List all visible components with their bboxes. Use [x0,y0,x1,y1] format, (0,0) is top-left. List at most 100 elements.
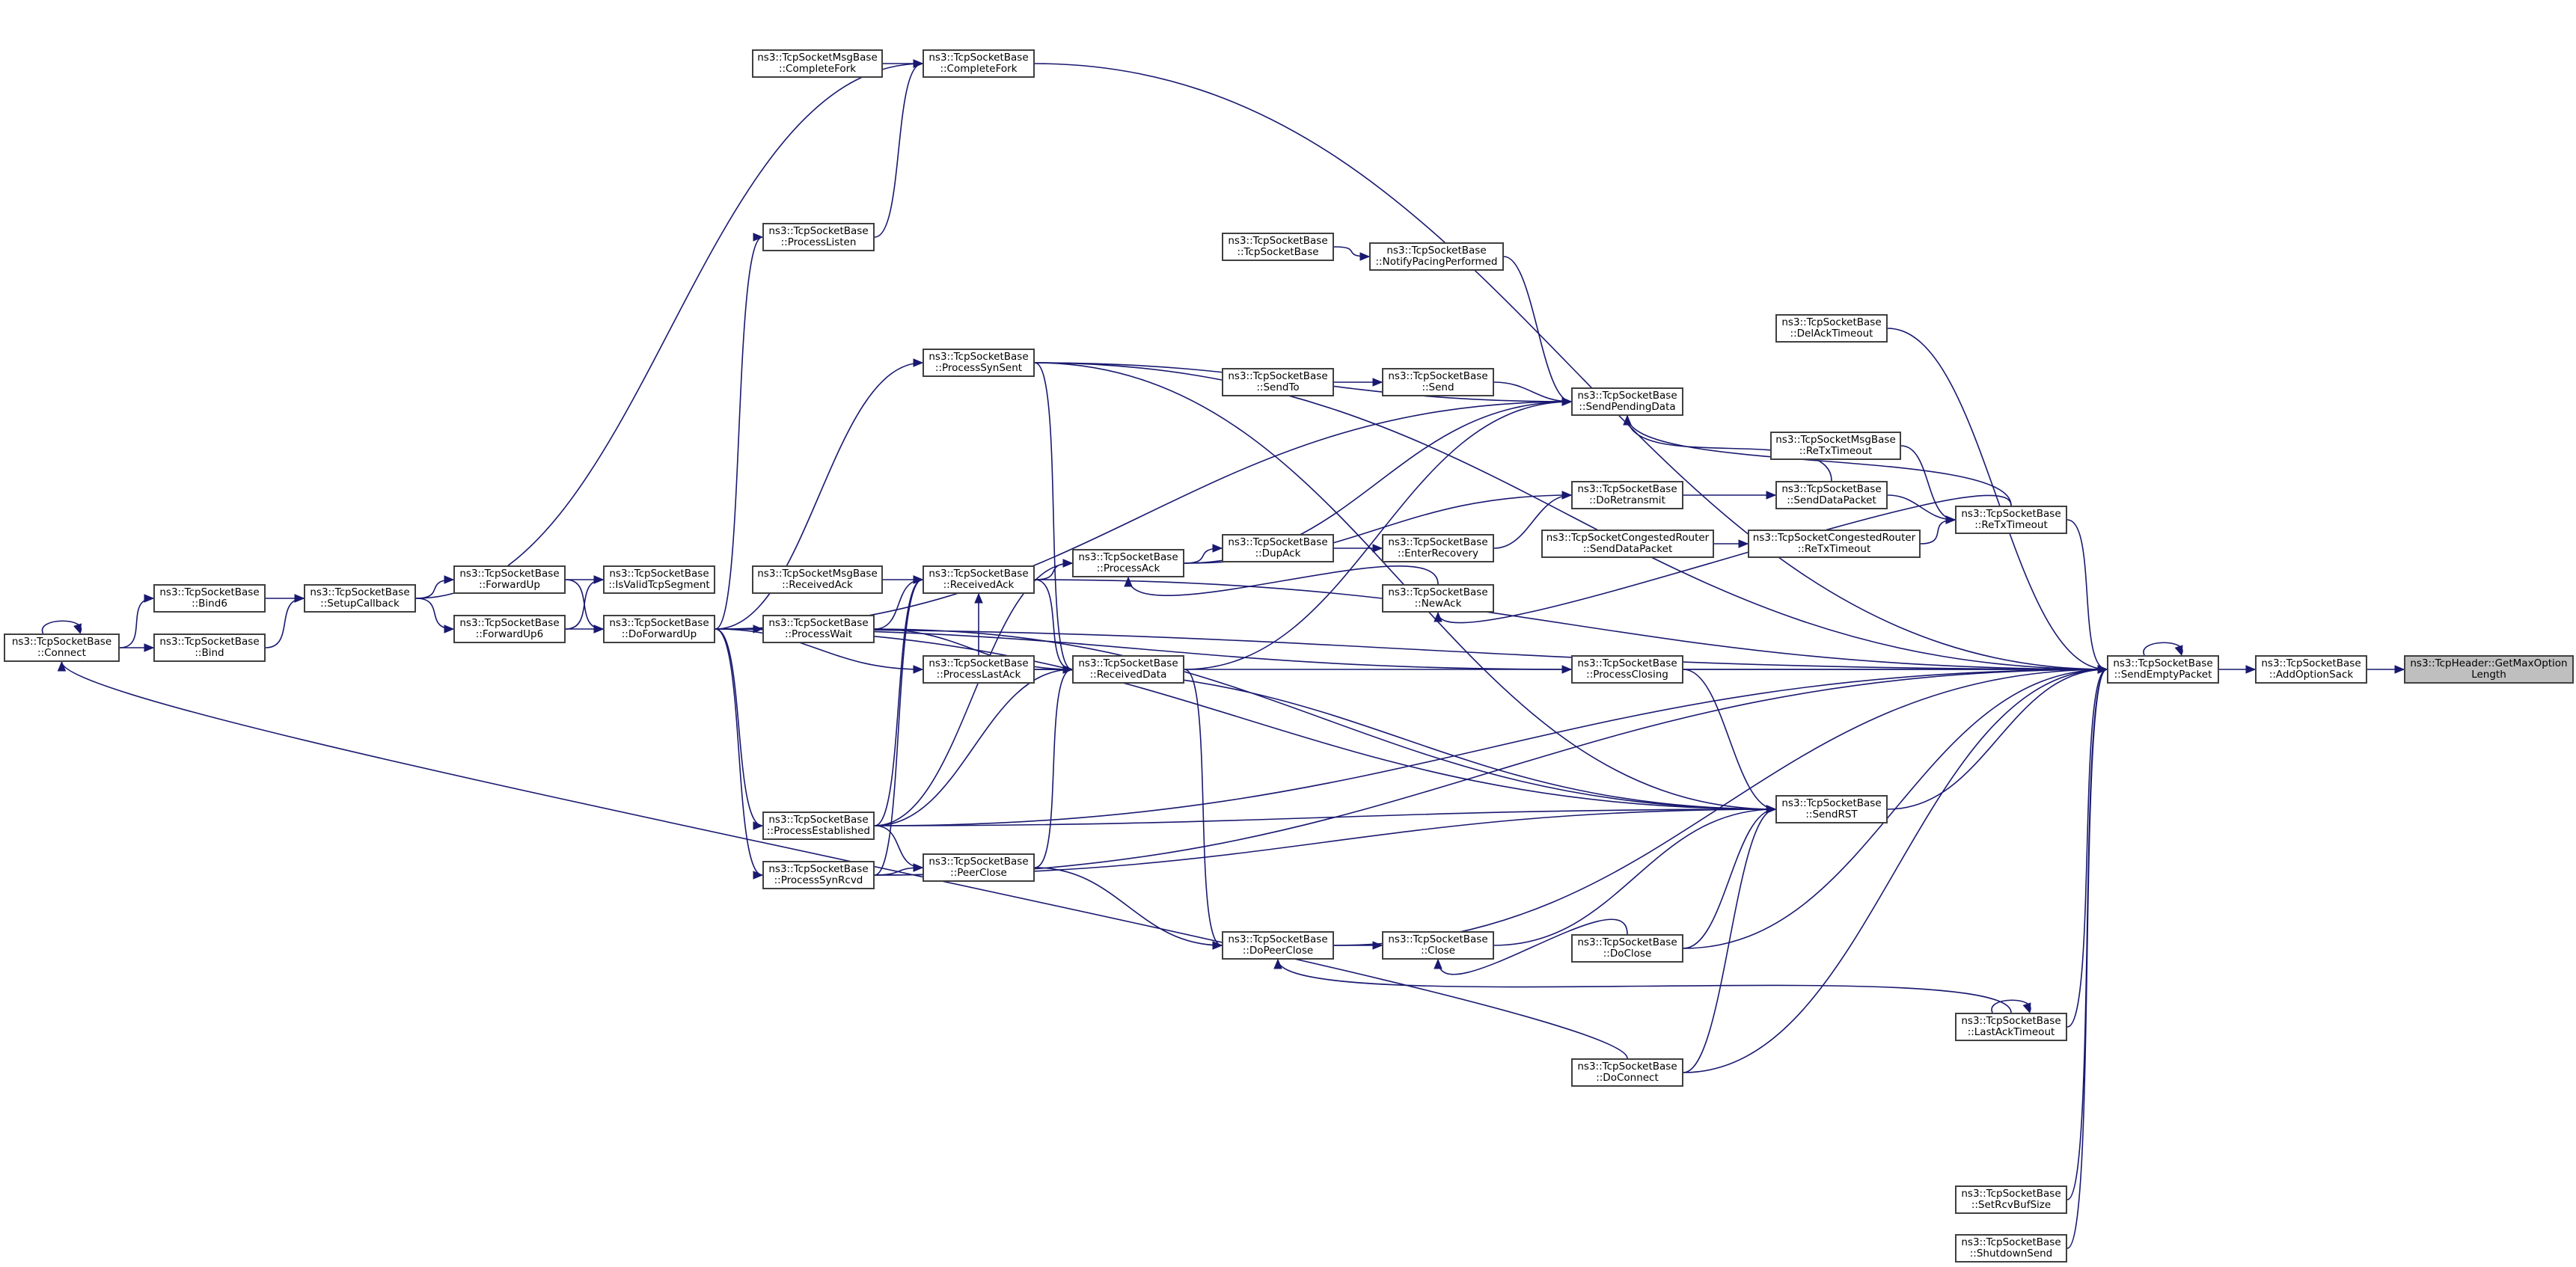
edge-arrowhead [1561,665,1573,674]
node-processlastack[interactable]: ns3::TcpSocketBase::ProcessLastAck [923,655,1035,684]
node-label-line2: ::DoConnect [1596,1072,1659,1084]
edge-receiveddata-to-dopeerclose [1184,669,1223,946]
node-bind[interactable]: ns3::TcpSocketBase::Bind [153,634,266,662]
node-sendrst[interactable]: ns3::TcpSocketBase::SendRST [1775,795,1888,823]
node-bind6[interactable]: ns3::TcpSocketBase::Bind6 [153,584,266,613]
node-retxtimeout[interactable]: ns3::TcpSocketBase::ReTxTimeout [1955,506,2067,534]
node-msgreceivedack[interactable]: ns3::TcpSocketMsgBase::ReceivedAck [752,565,883,594]
node-newack[interactable]: ns3::TcpSocketBase::NewAck [1382,584,1494,613]
node-label-line1: ns3::TcpSocketBase [1388,586,1488,598]
node-label-line1: ns3::TcpSocketBase [1577,936,1677,948]
node-tcpsocketbase[interactable]: ns3::TcpSocketBase::TcpSocketBase [1222,233,1334,261]
edge-processestablished-to-receiveddata [874,669,1073,826]
node-label-line2: ::ProcessEstablished [767,825,870,837]
node-label-line1: ns3::TcpSocketBase [159,586,260,598]
node-enterrecovery[interactable]: ns3::TcpSocketBase::EnterRecovery [1382,534,1494,562]
node-label-line2: ::ProcessWait [784,628,853,640]
node-setrcvbufsize[interactable]: ns3::TcpSocketBase::SetRcvBufSize [1955,1185,2067,1214]
node-processack[interactable]: ns3::TcpSocketBase::ProcessAck [1072,549,1184,577]
edge-doforwardup-to-processsynsent [715,362,923,630]
node-cr_retxtimeout[interactable]: ns3::TcpSocketCongestedRouter::ReTxTimeo… [1748,530,1921,558]
edge-lastacktimeout-to-dopeerclose [1277,959,2012,1013]
node-completefork[interactable]: ns3::TcpSocketBase::CompleteFork [923,49,1035,78]
node-label-line2: ::ProcessListen [780,236,857,248]
edge-arrowhead [2245,665,2257,674]
node-label-line1: ns3::TcpSocketBase [768,617,869,629]
node-notifypacing[interactable]: ns3::TcpSocketBase::NotifyPacingPerforme… [1369,242,1504,271]
node-lastacktimeout[interactable]: ns3::TcpSocketBase::LastAckTimeout [1955,1013,2067,1041]
node-doclose[interactable]: ns3::TcpSocketBase::DoClose [1571,934,1683,963]
node-label-line1: ns3::TcpSocketBase [1577,390,1677,402]
node-label-line2: ::NewAck [1414,598,1462,610]
node-processestablished[interactable]: ns3::TcpSocketBase::ProcessEstablished [762,812,875,840]
edge-arrowhead [2022,1002,2031,1014]
node-msgretxtimeout[interactable]: ns3::TcpSocketMsgBase::ReTxTimeout [1770,432,1901,460]
node-cr_senddatapacket[interactable]: ns3::TcpSocketCongestedRouter::SendDataP… [1541,530,1714,558]
node-label-line1: ns3::TcpSocketBase [609,568,709,580]
edge-enterrecovery-to-doretransmit [1493,494,1572,549]
node-processsynrcvd[interactable]: ns3::TcpSocketBase::ProcessSynRcvd [762,861,875,889]
node-doconnect[interactable]: ns3::TcpSocketBase::DoConnect [1571,1058,1683,1087]
node-label-line1: ns3::TcpSocketBase [1781,316,1882,328]
node-processlisten[interactable]: ns3::TcpSocketBase::ProcessListen [762,223,875,251]
edge-arrowhead [593,575,605,584]
node-close[interactable]: ns3::TcpSocketBase::Close [1382,931,1494,960]
node-connect[interactable]: ns3::TcpSocketBase::Connect [4,634,120,662]
node-peerclose[interactable]: ns3::TcpSocketBase::PeerClose [923,853,1035,882]
node-sendto[interactable]: ns3::TcpSocketBase::SendTo [1222,368,1334,396]
node-doretransmit[interactable]: ns3::TcpSocketBase::DoRetransmit [1571,481,1683,509]
node-forwardup6[interactable]: ns3::TcpSocketBase::ForwardUp6 [453,615,566,643]
edge-processestablished-to-peerclose [874,825,923,868]
node-label-line2: ::IsValidTcpSegment [608,579,710,591]
node-label-line1: ns3::TcpSocketBase [768,225,869,237]
node-receiveddata[interactable]: ns3::TcpSocketBase::ReceivedData [1072,655,1184,684]
node-label-line1: ns3::TcpSocketBase [1388,933,1488,945]
edge-arrowhead [913,575,924,584]
node-addoptionsack[interactable]: ns3::TcpSocketBase::AddOptionSack [2255,655,2367,684]
node-doforwardup[interactable]: ns3::TcpSocketBase::DoForwardUp [603,615,715,643]
edge-processlastack-to-sendrst [1034,669,1776,810]
node-label-line1: ns3::TcpSocketBase [928,351,1029,363]
edge-arrowhead [1434,611,1443,622]
edge-arrowhead [1359,252,1371,261]
node-receivedack[interactable]: ns3::TcpSocketBase::ReceivedAck [923,565,1035,594]
edge-arrowhead [294,594,305,603]
edge-arrowhead [913,863,924,872]
node-send[interactable]: ns3::TcpSocketBase::Send [1382,368,1494,396]
edge-arrowhead [753,871,764,880]
edge-processclosing-to-sendrst [1683,669,1776,810]
node-dupack[interactable]: ns3::TcpSocketBase::DupAck [1222,534,1334,562]
edge-arrowhead [144,643,155,652]
node-sendemptypacket[interactable]: ns3::TcpSocketBase::SendEmptyPacket [2107,655,2219,684]
node-label-line1: ns3::TcpSocketBase [1961,1236,2061,1248]
node-label-line1: ns3::TcpSocketBase [159,636,260,648]
node-label-line2: ::ProcessClosing [1586,669,1668,681]
node-setupcallback[interactable]: ns3::TcpSocketBase::SetupCallback [304,584,416,613]
edge-delacktimeout-to-sendemptypacket [1887,328,2108,670]
node-forwardup[interactable]: ns3::TcpSocketBase::ForwardUp [453,565,566,594]
node-sendpendingdata[interactable]: ns3::TcpSocketBase::SendPendingData [1571,387,1683,416]
edge-close-to-sendrst [1493,809,1776,946]
node-label-line1: ns3::TcpSocketBase [928,52,1029,64]
node-msgcompletefork[interactable]: ns3::TcpSocketMsgBase::CompleteFork [752,49,883,78]
node-label-line1: ns3::TcpSocketBase [609,617,709,629]
node-label-line1: ns3::TcpSocketMsgBase [757,52,878,64]
node-processwait[interactable]: ns3::TcpSocketBase::ProcessWait [762,615,875,643]
node-senddatapacket[interactable]: ns3::TcpSocketBase::SendDataPacket [1775,481,1888,509]
node-dopeerclose[interactable]: ns3::TcpSocketBase::DoPeerClose [1222,931,1334,960]
node-label-line2: ::SendRST [1805,809,1858,820]
node-label-line1: ns3::TcpSocketBase [1078,551,1178,563]
node-processclosing[interactable]: ns3::TcpSocketBase::ProcessClosing [1571,655,1683,684]
edge-arrowhead [1623,414,1632,426]
node-label-line2: ::DupAck [1255,547,1301,559]
node-shutdownsend[interactable]: ns3::TcpSocketBase::ShutdownSend [1955,1234,2067,1263]
node-label-line1: ns3::TcpSocketBase [1577,483,1677,495]
edge-senddatapacket-to-sendpendingdata [1627,415,1832,482]
node-isvalidtcpsegment[interactable]: ns3::TcpSocketBase::IsValidTcpSegment [603,565,715,594]
node-processsynsent[interactable]: ns3::TcpSocketBase::ProcessSynSent [923,349,1035,377]
node-delacktimeout[interactable]: ns3::TcpSocketBase::DelAckTimeout [1775,314,1888,343]
edge-processestablished-to-sendemptypacket [874,669,2108,826]
node-label-line1: ns3::TcpSocketBase [928,856,1029,868]
